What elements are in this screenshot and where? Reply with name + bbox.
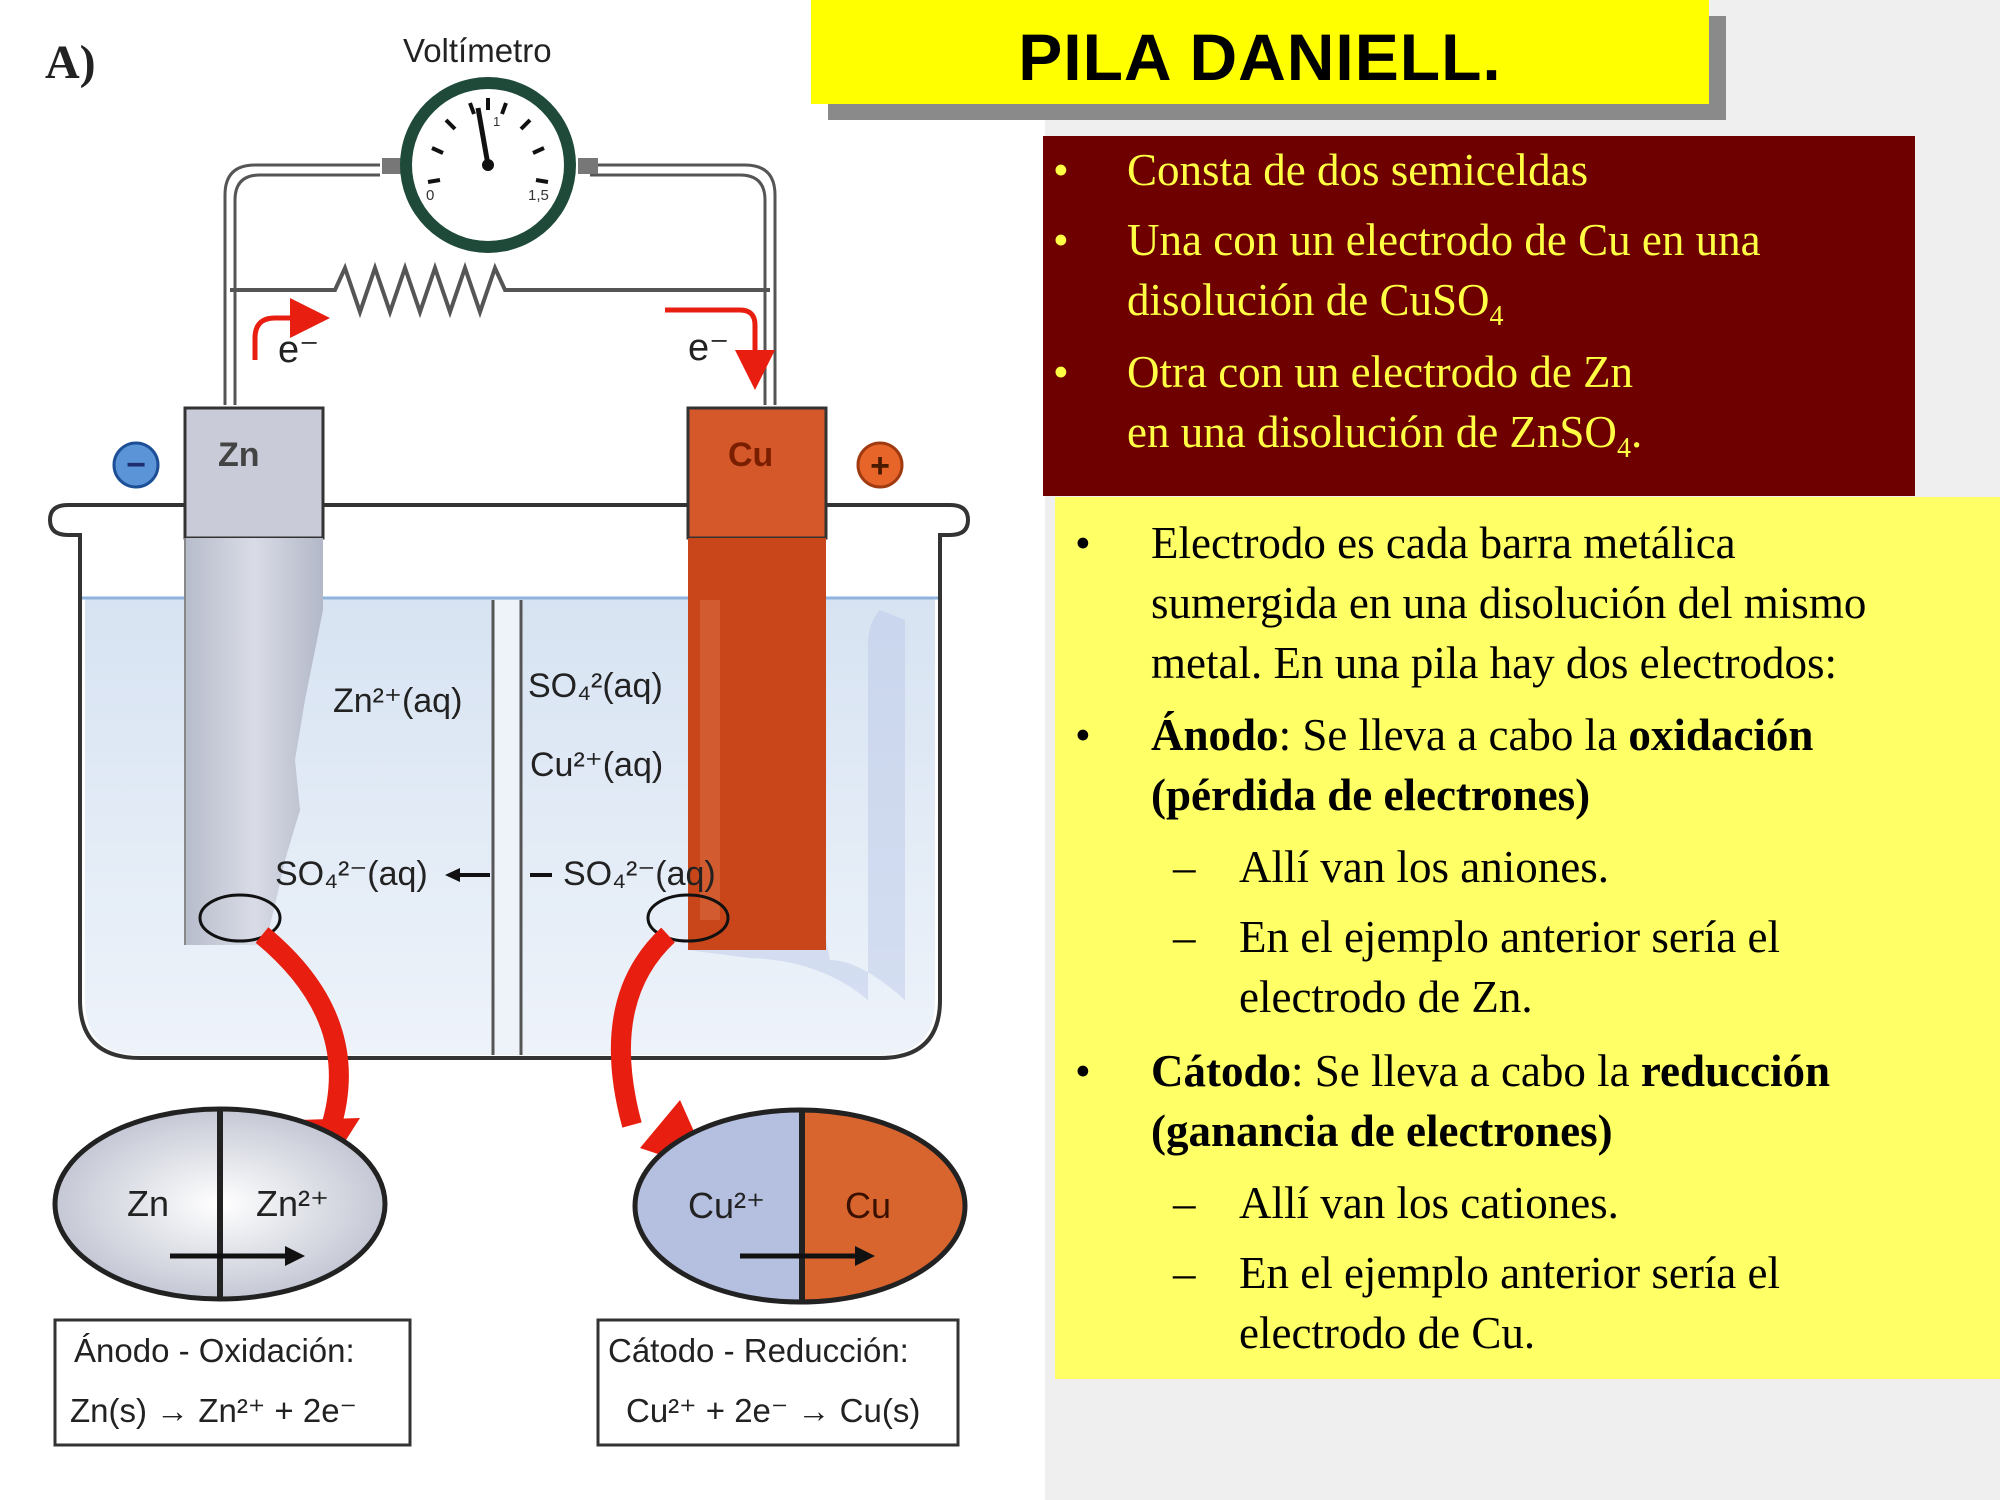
sub-text: En el ejemplo anterior sería el <box>1239 912 1781 962</box>
bold-run: reducción <box>1640 1046 1831 1096</box>
bullet-text: Cátodo: Se lleva a cabo la reducción <box>1151 1041 1830 1101</box>
copper-electrode-label: Cu <box>728 436 773 474</box>
ion-cu-aq: Cu²⁺(aq) <box>530 746 663 784</box>
anode-zoom-ellipse: Zn Zn²⁺ <box>52 1106 388 1302</box>
external-circuit-wire <box>223 163 777 405</box>
beaker <box>47 503 971 1060</box>
porous-separator <box>491 600 523 1055</box>
bullet-text: Otra con un electrodo de Zn <box>1127 347 1634 397</box>
copper-electrode <box>686 406 905 1000</box>
subscript: 4 <box>1616 433 1631 464</box>
bullet-text: Electrodo es cada barra metálica <box>1151 518 1736 568</box>
text-run: : Se lleva a cabo la <box>1278 710 1629 760</box>
zoom-copper-metal: Cu <box>845 1185 891 1226</box>
zoom-zinc-metal: Zn <box>127 1183 169 1224</box>
bullet: • <box>1053 347 1069 397</box>
electron-label-right: e⁻ <box>688 327 729 369</box>
cathode-reaction-title: Cátodo - Reducción: <box>608 1332 909 1369</box>
ion-so4-aq-right-top: SO₄²(aq) <box>528 667 663 705</box>
slide-title: PILA DANIELL. <box>1018 20 1502 94</box>
dash: – <box>1173 842 1196 892</box>
text-run: en una disolución de ZnSO <box>1127 407 1617 457</box>
bold-run: (ganancia de electrones) <box>1151 1106 1613 1156</box>
cathode-zoom-ellipse: Cu²⁺ Cu <box>632 1107 968 1305</box>
anode-reaction-title: Ánodo - Oxidación: <box>74 1332 355 1369</box>
electrode-definition-box: • Electrodo es cada barra metálica sumer… <box>1055 497 2000 1379</box>
voltmeter-scale-mid: 1 <box>493 114 500 129</box>
bullet: • <box>1075 710 1091 760</box>
voltmeter-label: Voltímetro <box>403 32 552 69</box>
cathode-reaction-box: Cátodo - Reducción: Cu²⁺ + 2e⁻ → Cu(s) <box>596 1318 960 1447</box>
bullet: • <box>1075 518 1091 568</box>
bold-run: (pérdida de electrones) <box>1151 770 1591 820</box>
bullet: • <box>1053 215 1069 265</box>
zinc-electrode <box>183 406 325 945</box>
bullet-text: Una con un electrodo de Cu en una <box>1127 215 1761 265</box>
ion-so4-aq-left: SO₄²⁻(aq) <box>275 855 428 893</box>
sub-text: En el ejemplo anterior sería el <box>1239 1248 1781 1298</box>
daniell-cell-diagram: A) 0 1 1,5 Voltímetro e⁻ <box>45 32 971 1447</box>
sub-text: electrodo de Zn. <box>1239 972 1533 1022</box>
sub-text: Allí van los cationes. <box>1239 1178 1619 1228</box>
zoom-region-right <box>646 893 730 943</box>
daniell-cell-figure: A) 0 1 1,5 Voltímetro e⁻ <box>0 0 1045 1500</box>
bullet-text-line: en una disolución de ZnSO4. <box>1127 402 1642 479</box>
negative-terminal-icon: − <box>112 441 160 489</box>
bullet: • <box>1053 145 1069 195</box>
anode-reaction-box: Ánodo - Oxidación: Zn(s) → Zn²⁺ + 2e⁻ <box>53 1318 412 1447</box>
voltmeter-needle <box>475 107 491 166</box>
zinc-electrode-label: Zn <box>218 436 260 474</box>
voltmeter: 0 1 1,5 <box>382 77 598 253</box>
positive-terminal-icon: + <box>856 441 904 489</box>
text-run: . <box>1630 407 1643 457</box>
ion-so4-aq-right: SO₄²⁻(aq) <box>563 855 716 893</box>
dash: – <box>1173 912 1196 962</box>
dash: – <box>1173 1178 1196 1228</box>
voltmeter-scale-min: 0 <box>426 187 434 204</box>
sub-text: Allí van los aniones. <box>1239 842 1609 892</box>
positive-sign: + <box>870 447 890 485</box>
electron-label-left: e⁻ <box>278 329 319 371</box>
panel-label: A) <box>45 36 96 89</box>
anode-reaction-equation: Zn(s) → Zn²⁺ + 2e⁻ <box>70 1392 357 1429</box>
catodo-term: Cátodo <box>1151 1046 1292 1096</box>
zoom-copper-ion: Cu²⁺ <box>688 1185 765 1226</box>
negative-sign: − <box>126 446 146 484</box>
bullet-text-line: disolución de CuSO4 <box>1127 270 1504 347</box>
bold-run: oxidación <box>1628 710 1814 760</box>
text-run: : Se lleva a cabo la <box>1291 1046 1641 1096</box>
bullet-text: sumergida en una disolución del mismo <box>1151 578 1867 628</box>
anodo-term: Ánodo <box>1151 710 1279 760</box>
bullet-text: metal. En una pila hay dos electrodos: <box>1151 638 1838 688</box>
voltmeter-scale-max: 1,5 <box>528 187 549 204</box>
zoom-region-left <box>198 893 282 943</box>
zoom-zinc-ion: Zn²⁺ <box>256 1183 329 1224</box>
bullet-text: Ánodo: Se lleva a cabo la oxidación <box>1151 705 1813 765</box>
ion-migration-arrow <box>445 868 552 882</box>
cathode-reaction-equation: Cu²⁺ + 2e⁻ → Cu(s) <box>626 1392 920 1429</box>
title-banner: PILA DANIELL. <box>811 0 1709 104</box>
dash: – <box>1173 1248 1196 1298</box>
semicell-description-box: • Consta de dos semiceldas • Una con un … <box>1043 136 1915 496</box>
bullet-text: Consta de dos semiceldas <box>1127 145 1589 195</box>
text-run: disolución de CuSO <box>1127 275 1490 325</box>
sub-text: electrodo de Cu. <box>1239 1308 1536 1358</box>
electron-flow-arrow-left <box>252 298 330 360</box>
electron-flow-arrow-right <box>665 307 775 390</box>
ion-zn-aq: Zn²⁺(aq) <box>333 682 462 720</box>
subscript: 4 <box>1489 301 1504 332</box>
bullet: • <box>1075 1046 1091 1096</box>
